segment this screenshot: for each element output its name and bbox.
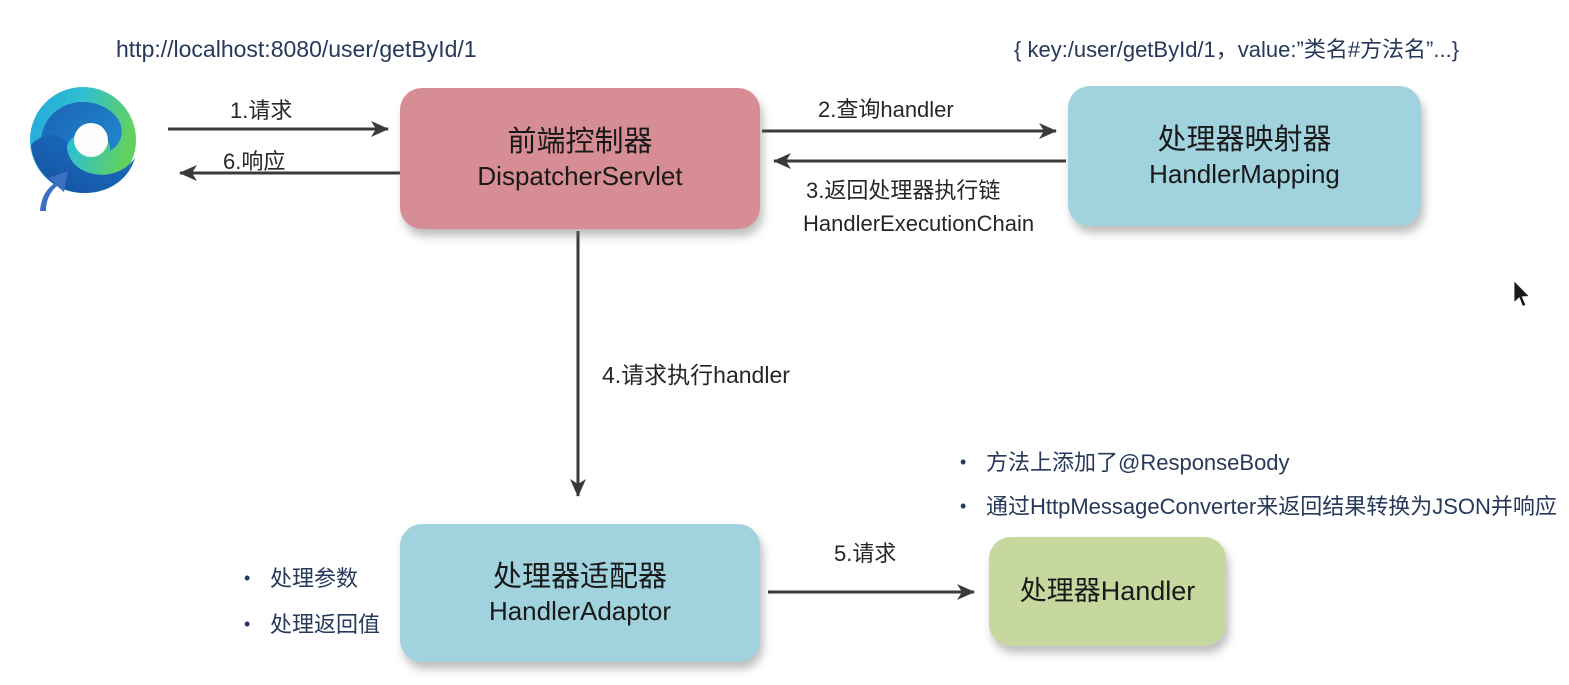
- node-handler-mapping-subtitle: HandlerMapping: [1149, 158, 1340, 189]
- step6-label: 6.响应: [223, 149, 286, 174]
- step3-label-line2: HandlerExecutionChain: [803, 211, 1035, 236]
- handler-notes-list: 方法上添加了@ResponseBody 通过HttpMessageConvert…: [956, 452, 1557, 518]
- step5-label: 5.请求: [834, 541, 897, 566]
- handler-note-item: 方法上添加了@ResponseBody: [956, 452, 1557, 474]
- node-handler-adaptor-title: 处理器适配器: [492, 560, 667, 593]
- handler-note-item: 通过HttpMessageConverter来返回结果转换为JSON并响应: [956, 496, 1557, 518]
- request-url-label: http://localhost:8080/user/getById/1: [116, 36, 477, 62]
- node-dispatcher-title: 前端控制器: [507, 126, 653, 159]
- mouse-cursor-icon: [1513, 280, 1532, 308]
- step1-label: 1.请求: [230, 98, 293, 123]
- node-handler-mapping: 处理器映射器 HandlerMapping: [1068, 86, 1421, 226]
- step4-label: 4.请求执行handler: [602, 362, 790, 388]
- node-dispatcher-servlet: 前端控制器 DispatcherServlet: [400, 88, 760, 229]
- adaptor-note-item: 处理返回值: [240, 614, 380, 636]
- mapping-entry-label: { key:/user/getById/1，value:”类名#方法名”...}: [1014, 37, 1460, 62]
- step3-label-line1: 3.返回处理器执行链: [806, 178, 1001, 203]
- node-handler-adaptor-subtitle: HandlerAdaptor: [488, 595, 672, 626]
- node-handler-mapping-title: 处理器映射器: [1157, 123, 1332, 156]
- step2-label: 2.查询handler: [818, 97, 954, 122]
- adaptor-notes-list: 处理参数 处理返回值: [240, 568, 380, 636]
- node-dispatcher-subtitle: DispatcherServlet: [477, 161, 683, 192]
- node-handler: 处理器Handler: [989, 537, 1226, 646]
- node-handler-title: 处理器Handler: [1019, 575, 1196, 606]
- adaptor-note-item: 处理参数: [240, 568, 380, 590]
- node-handler-adaptor: 处理器适配器 HandlerAdaptor: [400, 524, 760, 662]
- edge-browser-icon: [30, 87, 136, 211]
